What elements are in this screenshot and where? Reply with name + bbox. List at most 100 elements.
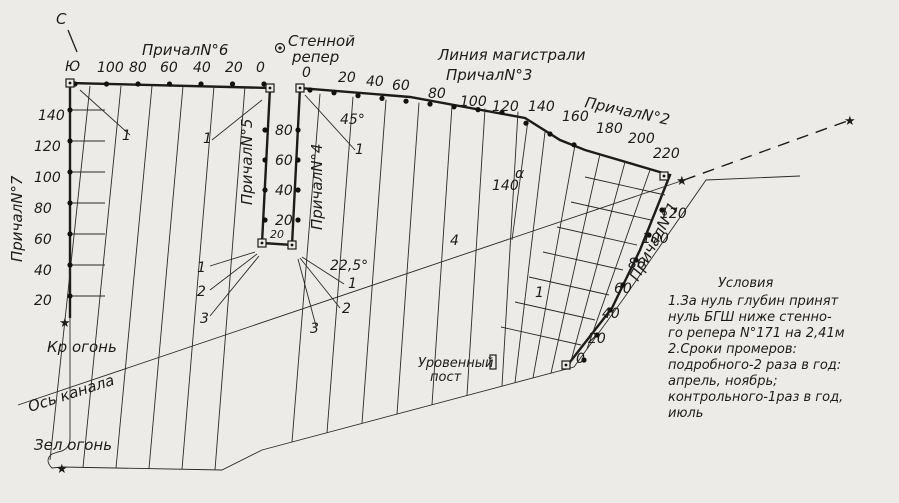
- survey-point-marker: [262, 127, 268, 133]
- mark-2-a: 2: [197, 284, 206, 300]
- survey-point-marker: [295, 187, 301, 193]
- pointer-line-6: [297, 258, 317, 327]
- mark-1-a: 1: [122, 128, 131, 144]
- trunk-tick-label: 180: [596, 121, 623, 137]
- berth-4-label: ПричалN°4: [308, 144, 326, 230]
- berth-5-tick-label: 60: [275, 153, 293, 169]
- corner-marker-center: [662, 174, 666, 178]
- survey-point-marker: [67, 293, 73, 299]
- survey-line: [431, 105, 453, 405]
- berth-1-tick-label: 80: [628, 256, 646, 272]
- south-label: Ю: [65, 59, 80, 75]
- conditions-line-8: июль: [668, 406, 703, 421]
- mark-2-b: 2: [342, 301, 351, 317]
- conditions-note: Условия 1.За нуль глубин принят нуль БГШ…: [668, 276, 845, 421]
- mark-3-b: 3: [310, 321, 319, 337]
- survey-line: [291, 93, 321, 443]
- survey-line: [550, 153, 601, 374]
- survey-point-marker: [295, 217, 301, 223]
- berth-1-tick-label: 40: [602, 306, 620, 322]
- survey-point-marker: [67, 231, 73, 237]
- survey-point-marker: [307, 87, 313, 93]
- trunk-tick-label: 60: [392, 78, 410, 94]
- angle-line: [304, 94, 356, 151]
- angle-line: [211, 99, 263, 141]
- red-light-star-icon: ★: [59, 316, 71, 331]
- survey-line: [501, 111, 519, 387]
- trunk-tick-label: 120: [492, 99, 519, 115]
- trunk-tick-label: 0: [302, 65, 311, 81]
- trunk-tick-label: 40: [366, 74, 384, 90]
- corner-marker-center: [298, 86, 302, 90]
- west-shore-line: [47, 314, 71, 469]
- survey-point-marker: [646, 232, 652, 238]
- survey-point-marker: [331, 90, 337, 96]
- conditions-line-5: подробного-2 раза в год:: [668, 358, 841, 373]
- survey-point-marker: [475, 107, 481, 113]
- left-tick-label: 20: [34, 293, 52, 309]
- survey-point-marker: [295, 127, 301, 133]
- corner-marker-center: [68, 81, 72, 85]
- trunk-tick-label: 160: [562, 109, 589, 125]
- survey-point-marker: [166, 81, 173, 87]
- survey-point-marker: [523, 120, 529, 126]
- survey-point-marker: [295, 157, 301, 163]
- top-tick-label: 40: [193, 60, 211, 76]
- left-tick-label: 60: [34, 232, 52, 248]
- conditions-line-3: го репера N°171 на 2,41м: [668, 326, 845, 341]
- mark-1-b: 1: [203, 131, 212, 147]
- survey-point-marker: [659, 207, 665, 213]
- benchmark-center-icon: [278, 46, 282, 50]
- left-tick-label: 120: [34, 139, 61, 155]
- pointer-line-2: [209, 253, 258, 291]
- red-light-label: Кр огонь: [47, 338, 117, 356]
- berth-6-label: ПричалN°6: [142, 41, 228, 59]
- survey-point-marker: [262, 187, 268, 193]
- cross-line: [514, 301, 596, 321]
- top-tick-label: 60: [160, 60, 178, 76]
- survey-line: [214, 85, 246, 470]
- mark-1-d: 1: [197, 260, 206, 276]
- angle-line: [79, 89, 131, 136]
- cross-line: [556, 226, 638, 246]
- water-boundary: [47, 175, 801, 471]
- water-gauge-label-2: пост: [430, 370, 462, 385]
- survey-point-marker: [581, 357, 587, 363]
- survey-line: [181, 85, 215, 470]
- canal-axis-line: [17, 179, 685, 406]
- berth-star-icon: ★: [676, 174, 688, 189]
- survey-line: [148, 85, 184, 469]
- survey-point-marker: [67, 138, 73, 144]
- label-140: 140: [492, 178, 519, 194]
- corner-marker-center: [260, 241, 264, 245]
- survey-point-marker: [379, 95, 385, 101]
- canal-axis-label: Ось канала: [26, 371, 117, 416]
- north-label: С: [56, 10, 67, 28]
- survey-point-marker: [403, 98, 409, 104]
- survey-line: [326, 96, 354, 433]
- shore-line: [61, 175, 801, 471]
- survey-line: [466, 108, 486, 396]
- berth-5-tick-label: 20: [275, 213, 293, 229]
- conditions-line-7: контрольного-1раз в год,: [668, 390, 843, 405]
- survey-point-marker: [571, 142, 577, 148]
- berth-1-tick-label: 60: [614, 281, 632, 297]
- pointer-line-1: [209, 251, 256, 267]
- survey-line: [115, 85, 153, 469]
- left-tick-label: 40: [34, 263, 52, 279]
- berth-1-tick-label: 20: [588, 331, 606, 347]
- trunk-tick-label: 100: [460, 94, 487, 110]
- pointer-line-5: [299, 257, 341, 309]
- conditions-line-2: нуль БГШ ниже стенно-: [668, 310, 832, 325]
- survey-point-marker: [67, 200, 73, 206]
- berth-walls: [68, 81, 672, 363]
- pointer-line-3: [209, 255, 260, 317]
- water-gauge-icon: [489, 354, 497, 370]
- survey-line: [396, 102, 420, 415]
- berth-3-label: ПричалN°3: [446, 66, 532, 84]
- berth-wall-outline: [68, 81, 672, 363]
- cross-line: [500, 326, 582, 346]
- survey-point-marker: [135, 81, 141, 87]
- survey-point-marker: [355, 93, 361, 99]
